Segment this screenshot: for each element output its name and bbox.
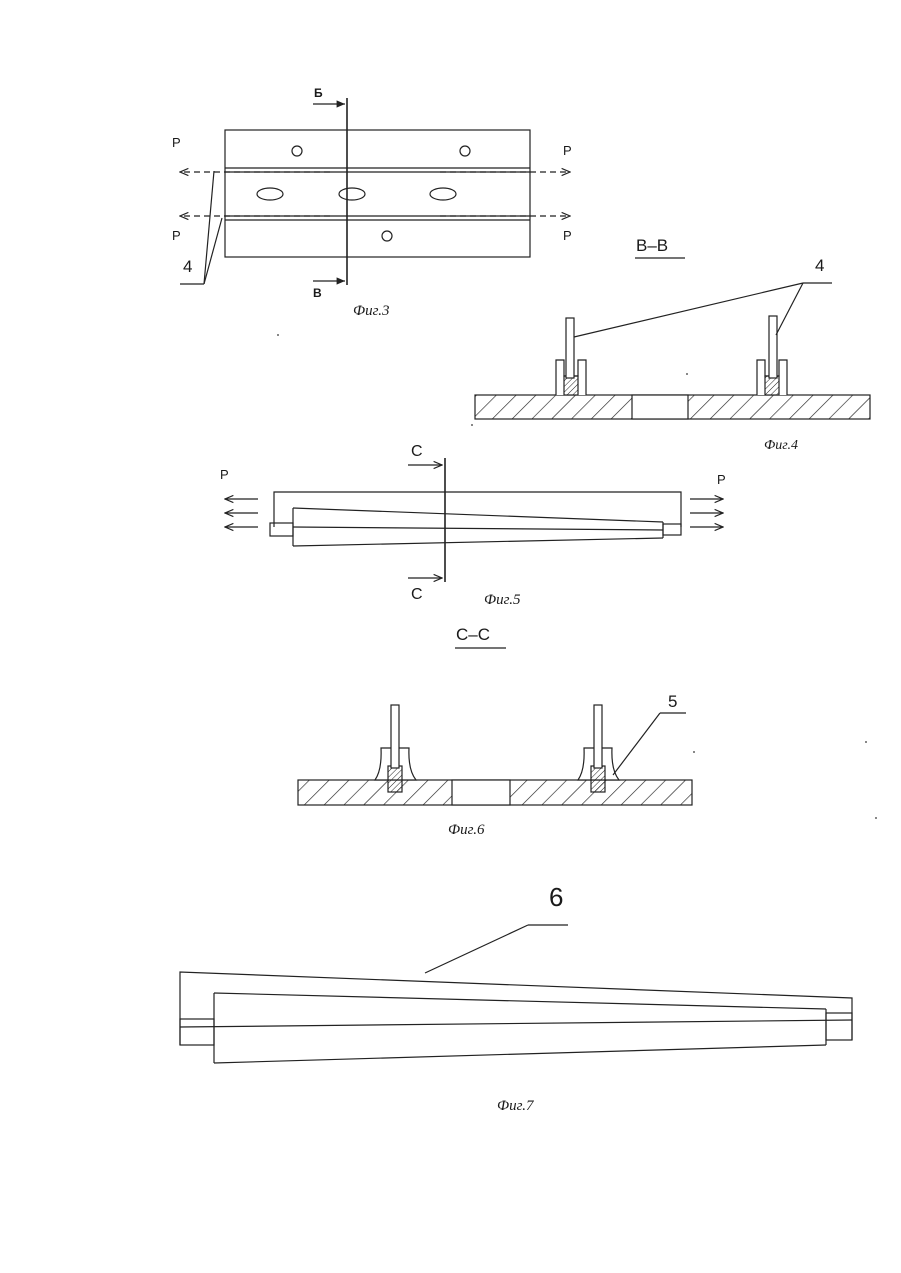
- fig5-force-label: P: [717, 472, 726, 487]
- fig5-caption: Фиг.5: [484, 592, 521, 608]
- fig5-cut-label-bottom: С: [411, 586, 423, 603]
- end-stub: [180, 1019, 214, 1045]
- base-gap: [632, 395, 688, 419]
- tapered-bar-edge: [293, 538, 663, 546]
- figure-7: [180, 925, 852, 1063]
- slot: [257, 188, 283, 200]
- fig4-section-label: В–В: [636, 236, 668, 255]
- end-stub: [826, 1013, 852, 1040]
- slot: [339, 188, 365, 200]
- fig5-force-label: P: [220, 467, 229, 482]
- fig3-force-label: P: [172, 135, 181, 150]
- fig6-caption: Фиг.6: [448, 822, 485, 838]
- strip: [391, 705, 399, 768]
- leader-line: [776, 283, 803, 335]
- fig4-caption: Фиг.4: [764, 438, 798, 453]
- leader-line: [425, 925, 528, 973]
- fig7-ref-label: 6: [549, 882, 563, 912]
- fig6-ref-label: 5: [668, 692, 677, 711]
- strip: [594, 705, 602, 768]
- hole: [460, 146, 470, 156]
- fig7-caption: Фиг.7: [497, 1098, 535, 1114]
- tapered-bar-edge: [293, 508, 663, 522]
- figure-3: [180, 98, 570, 285]
- slot: [430, 188, 456, 200]
- weld-insert: [388, 766, 402, 792]
- plate-outline: [225, 130, 530, 257]
- strip: [769, 316, 777, 378]
- tapered-bar-edge: [214, 1045, 826, 1063]
- weld-insert: [564, 376, 578, 395]
- fig3-cut-label-top: Б: [314, 86, 323, 100]
- fig3-cut-label-bottom: В: [313, 286, 322, 300]
- fig3-ref-label: 4: [183, 257, 192, 276]
- fig3-force-label: P: [563, 143, 572, 158]
- weld-insert: [591, 766, 605, 792]
- strip: [566, 318, 574, 378]
- fig3-force-label: P: [172, 228, 181, 243]
- hole: [292, 146, 302, 156]
- outer-bar: [180, 972, 852, 1045]
- center-line: [180, 1020, 852, 1027]
- fig3-caption: Фиг.3: [353, 303, 389, 319]
- fig6-section-label: С–С: [456, 625, 490, 644]
- leader-line: [613, 713, 660, 775]
- fig4-ref-label: 4: [815, 256, 824, 275]
- tapered-bar-edge: [214, 993, 826, 1009]
- figure-6: [298, 648, 692, 805]
- end-stub: [663, 524, 681, 535]
- fig3-force-label: P: [563, 228, 572, 243]
- figure-5: [225, 458, 723, 582]
- fig5-cut-label-top: С: [411, 443, 423, 460]
- hole: [382, 231, 392, 241]
- weld-insert: [765, 376, 779, 395]
- base-gap: [452, 780, 510, 805]
- center-line: [293, 527, 663, 530]
- figure-4: [475, 258, 870, 419]
